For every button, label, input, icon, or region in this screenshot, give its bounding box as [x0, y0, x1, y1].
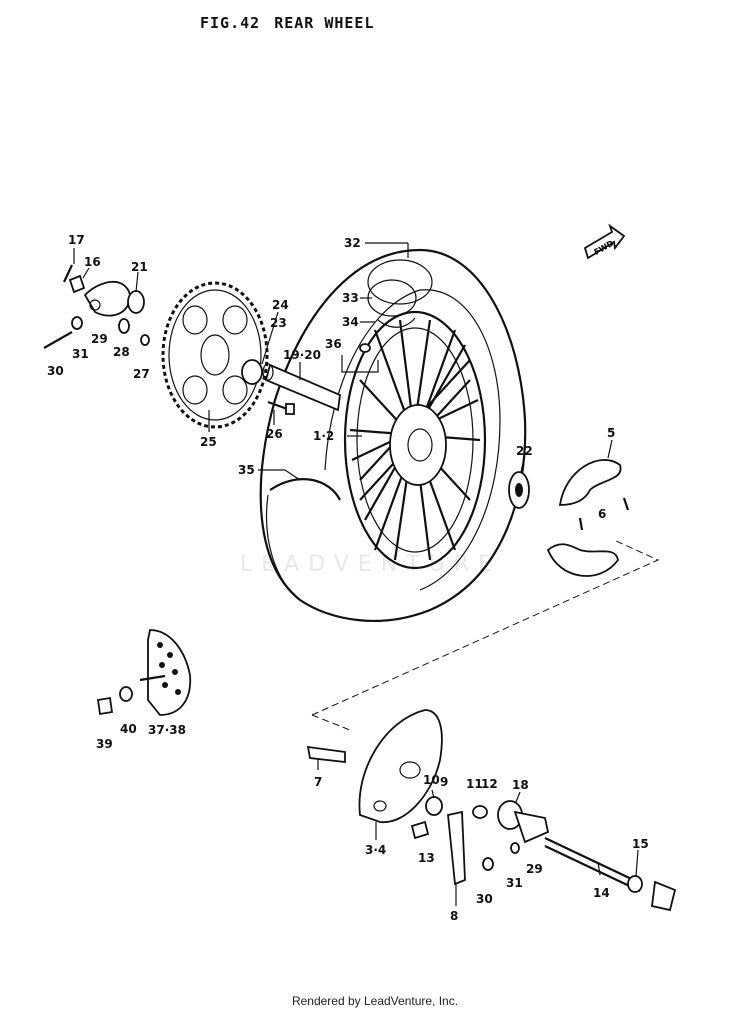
callout-16: 16 [84, 255, 101, 269]
callout-23: 23 [270, 316, 287, 330]
callout-31-lower: 31 [506, 876, 523, 890]
leader-lines [73, 242, 639, 906]
chain-guard [96, 629, 192, 716]
callout-labels: 17 16 21 29 31 28 30 27 24 23 25 26 19·2… [47, 233, 649, 923]
footer-credit: Rendered by LeadVenture, Inc. [291, 994, 459, 1008]
callout-25: 25 [200, 435, 217, 449]
sprocket-bolt [267, 400, 295, 415]
callout-14: 14 [593, 886, 610, 900]
cut-line [311, 539, 660, 731]
callout-34: 34 [342, 315, 359, 329]
callout-17: 17 [68, 233, 85, 247]
callout-1-2: 1·2 [313, 429, 334, 443]
callout-21: 21 [131, 260, 148, 274]
callout-19-20: 19·20 [283, 348, 321, 362]
callout-29-lower: 29 [526, 862, 543, 876]
callout-3-4: 3·4 [365, 843, 386, 857]
tube-and-rim-band [367, 259, 433, 328]
wheel-bearing [508, 471, 530, 509]
callout-32: 32 [344, 236, 361, 250]
callout-37-38: 37·38 [148, 723, 186, 737]
callout-13: 13 [418, 851, 435, 865]
callout-18: 18 [512, 778, 529, 792]
brake-shoes [546, 459, 630, 577]
callout-6: 6 [598, 507, 606, 521]
callout-15: 15 [632, 837, 649, 851]
chain-adjuster-group [43, 264, 150, 349]
valve-cap [341, 343, 379, 373]
callout-5: 5 [607, 426, 615, 440]
figure-number: FIG.42 [200, 14, 261, 32]
callout-7: 7 [314, 775, 322, 789]
callout-39: 39 [96, 737, 113, 751]
rim-and-spokes [343, 310, 487, 570]
callout-28: 28 [113, 345, 130, 359]
callout-12: 12 [481, 777, 498, 791]
figure-title: FIG.42 REAR WHEEL [200, 14, 389, 32]
brake-panel [306, 709, 443, 823]
brake-cam-parts [410, 796, 550, 886]
callout-30-lower: 30 [476, 892, 493, 906]
callout-27: 27 [133, 367, 150, 381]
callout-31: 31 [72, 347, 89, 361]
rear-tire [259, 248, 527, 622]
callout-22: 22 [516, 444, 533, 458]
callout-35: 35 [238, 463, 255, 477]
rear-axle [544, 837, 677, 912]
callout-9: 9 [440, 775, 448, 789]
callout-11: 11 [466, 777, 483, 791]
callout-36: 36 [325, 337, 342, 351]
callout-26: 26 [266, 427, 283, 441]
figure-name: REAR WHEEL [274, 14, 375, 32]
callout-33: 33 [342, 291, 359, 305]
callout-10: 10 [423, 773, 440, 787]
callout-24: 24 [272, 298, 289, 312]
callout-8: 8 [450, 909, 458, 923]
callout-40: 40 [120, 722, 137, 736]
watermark: LEADVENTURE [240, 552, 501, 577]
rear-sprocket [161, 281, 269, 429]
fwd-arrow: FWD [583, 223, 626, 260]
distance-collar [262, 363, 341, 412]
callout-29: 29 [91, 332, 108, 346]
callout-30: 30 [47, 364, 64, 378]
